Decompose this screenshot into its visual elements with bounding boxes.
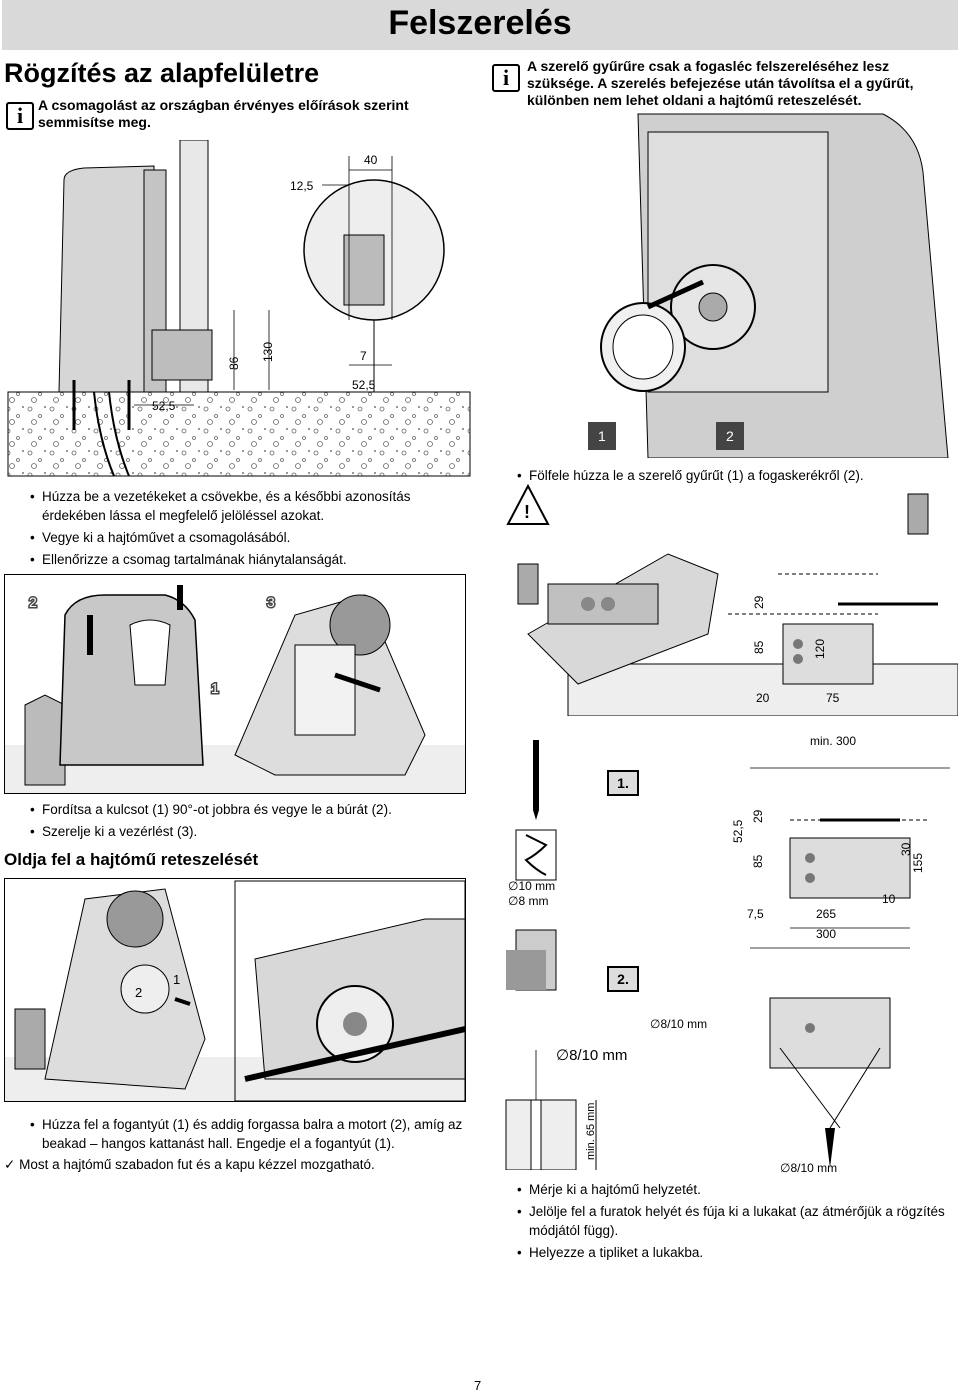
drill-depth: min. 65 mm (585, 1103, 597, 1160)
section-title-mounting: Rögzítés az alapfelületre (4, 58, 320, 88)
dim-29: 29 (751, 809, 765, 823)
steps-drill: Mérje ki a hajtómű helyzetét. Jelölje fe… (517, 1180, 947, 1265)
dim-30: 30 (899, 842, 913, 856)
info-packaging: A csomagolást az országban érvényes előí… (38, 97, 409, 130)
list-item: Szerelje ki a vezérlést (3). (30, 822, 470, 841)
callout-2: 2 (29, 594, 37, 610)
dim-75: 75 (826, 691, 840, 705)
dim-29: 29 (752, 595, 766, 609)
svg-text:!: ! (524, 502, 530, 522)
callout-2: 2 (135, 985, 142, 1000)
dim-130: 130 (261, 342, 275, 362)
info-ring-line2: szüksége. A szerelés befejezése után táv… (527, 75, 914, 91)
info-icon: i (492, 64, 520, 92)
dim-86: 86 (227, 356, 241, 370)
page-number: 7 (474, 1378, 482, 1393)
steps-unlock: Húzza fel a fogantyút (1) és addig forga… (30, 1115, 470, 1156)
list-item: Fölfele húzza le a szerelő gyűrűt (1) a … (517, 466, 947, 485)
dim-7: 7 (360, 349, 367, 363)
list-item: Jelölje fel a furatok helyét és fúja ki … (517, 1202, 947, 1240)
dim-min-300: min. 300 (810, 734, 856, 748)
list-item: Mérje ki a hajtómű helyzetét. (517, 1180, 947, 1199)
dim-52-5-left: 52,5 (152, 399, 176, 413)
dim-52-5: 52,5 (731, 819, 745, 843)
dim-7-5: 7,5 (747, 907, 764, 921)
check-icon: ✓ (4, 1157, 16, 1172)
drill-8-10-a: ∅8/10 mm (650, 1017, 707, 1031)
figure-hole-dimensions: min. 300 52,5 29 85 30 155 10 7,5 265 30… (650, 734, 950, 1175)
header-banner (2, 0, 958, 50)
info-ring-line3: különben nem lehet oldani a hajtómű rete… (527, 92, 862, 108)
list-item: Ellenőrizze a csomag tartalmának hiányta… (30, 550, 470, 569)
section-title-unlock: Oldja fel a hajtómű reteszelését (4, 850, 259, 869)
dim-120: 120 (813, 639, 827, 659)
step-2-marker: 2. (607, 966, 639, 992)
list-item: Fordítsa a kulcsot (1) 90°-ot jobbra és … (30, 800, 470, 819)
figure-cover-removal: 2 1 3 (4, 574, 466, 794)
info-icon: i (6, 102, 34, 130)
dim-40: 40 (364, 153, 378, 167)
check-result: ✓ Most a hajtómű szabadon fut és a kapu … (4, 1157, 375, 1172)
dim-20: 20 (756, 691, 770, 705)
dim-12-5: 12,5 (290, 179, 314, 193)
drill-8mm: ∅8 mm (508, 894, 548, 908)
figure-warning-plan: ! 29 85 120 20 75 (506, 484, 958, 716)
steps-cover: Fordítsa a kulcsot (1) 90°-ot jobbra és … (30, 800, 470, 844)
step-1-marker: 1. (607, 770, 639, 796)
figure-drilling: ∅10 mm ∅8 mm ∅8/10 mm min. 65 mm (505, 740, 627, 1170)
dim-265: 265 (816, 907, 836, 921)
callout-1: 1 (598, 428, 606, 444)
callout-1-box (588, 422, 616, 450)
dim-155: 155 (911, 853, 925, 873)
callout-3: 3 (267, 594, 275, 610)
dim-10: 10 (882, 892, 896, 906)
info-ring-line1: A szerelő gyűrűre csak a fogasléc felsze… (527, 58, 890, 74)
warning-icon (506, 484, 550, 525)
dim-300: 300 (816, 927, 836, 941)
callout-2-box (716, 422, 744, 450)
list-item: Húzza fel a fogantyút (1) és addig forga… (30, 1115, 470, 1153)
page-title: Felszerelés (388, 4, 572, 42)
drill-8-10-c: ∅8/10 mm (780, 1161, 837, 1175)
figure-unlock: 1 2 (4, 878, 466, 1102)
figure-mounting-ring: 1 2 (588, 113, 949, 458)
dim-52-5-right: 52,5 (352, 378, 376, 392)
drill-10mm: ∅10 mm (508, 879, 555, 893)
list-item: Húzza be a vezetékeket a csövekbe, és a … (30, 487, 470, 525)
dim-85: 85 (751, 854, 765, 868)
figure-base-mounting: 40 12,5 86 130 7 52,5 52,5 (7, 140, 471, 477)
callout-1: 1 (211, 680, 219, 696)
drill-8-10-big: ∅8/10 mm (556, 1047, 627, 1064)
callout-2: 2 (726, 428, 734, 444)
dim-85: 85 (752, 640, 766, 654)
steps-ring: Fölfele húzza le a szerelő gyűrűt (1) a … (517, 466, 947, 488)
steps-unpack: Húzza be a vezetékeket a csövekbe, és a … (30, 487, 470, 572)
callout-1: 1 (173, 972, 180, 987)
list-item: Helyezze a tipliket a lukakba. (517, 1243, 947, 1262)
list-item: Vegye ki a hajtóművet a csomagolásából. (30, 528, 470, 547)
